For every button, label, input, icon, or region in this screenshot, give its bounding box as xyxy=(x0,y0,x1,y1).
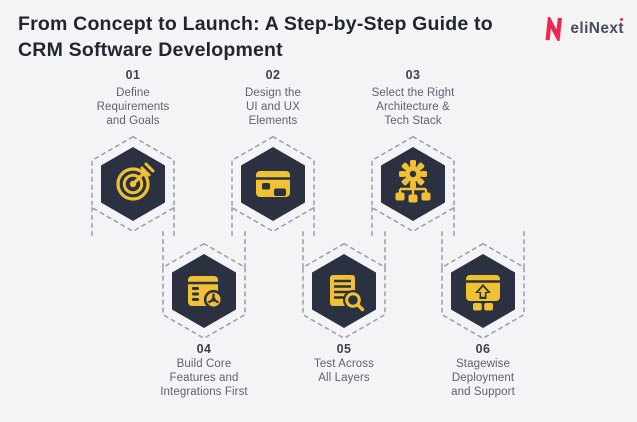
step-label: Select the Right Architecture & Tech Sta… xyxy=(371,87,455,127)
step-number: 01 xyxy=(125,68,141,82)
build-gear-icon xyxy=(188,276,224,310)
step-number: 06 xyxy=(475,342,491,356)
hexagon-step-4 xyxy=(162,230,246,340)
step-label: Design the UI and UX Elements xyxy=(245,87,301,127)
step-number: 05 xyxy=(336,342,352,356)
logo-accent-dot xyxy=(620,18,623,21)
page-title: From Concept to Launch: A Step-by-Step G… xyxy=(18,13,493,61)
step-label: Stagewise Deployment and Support xyxy=(451,358,515,398)
hexagon-step-5 xyxy=(302,230,386,340)
dashed-hexagon-outline xyxy=(302,230,386,340)
deploy-arrow-icon xyxy=(466,275,500,311)
dashed-hexagon-outline xyxy=(162,230,246,340)
step-number: 02 xyxy=(265,68,281,82)
hexagon-step-1 xyxy=(91,135,175,239)
elinext-logo-text: eliNext xyxy=(570,18,624,37)
hexagon-step-2 xyxy=(231,135,315,239)
step-number: 04 xyxy=(196,342,212,356)
elinext-logo-icon xyxy=(545,17,563,41)
ui-card-icon xyxy=(256,171,290,197)
hexagon-step-3 xyxy=(371,135,455,239)
dashed-hexagon-outline xyxy=(441,230,525,340)
test-search-icon xyxy=(330,275,365,312)
dashed-hexagon-outline xyxy=(91,135,175,239)
step-label: Build Core Features and Integrations Fir… xyxy=(160,358,248,398)
step-number: 03 xyxy=(405,68,421,82)
dashed-hexagon-outline xyxy=(371,135,455,239)
step-label: Test Across All Layers xyxy=(314,358,374,384)
hexagon-step-6 xyxy=(441,230,525,340)
dashed-hexagon-outline xyxy=(231,135,315,239)
elinext-logo: eliNext xyxy=(543,17,624,41)
step-label: Define Requirements and Goals xyxy=(96,87,170,127)
architecture-icon xyxy=(395,160,431,203)
target-icon xyxy=(116,162,155,201)
